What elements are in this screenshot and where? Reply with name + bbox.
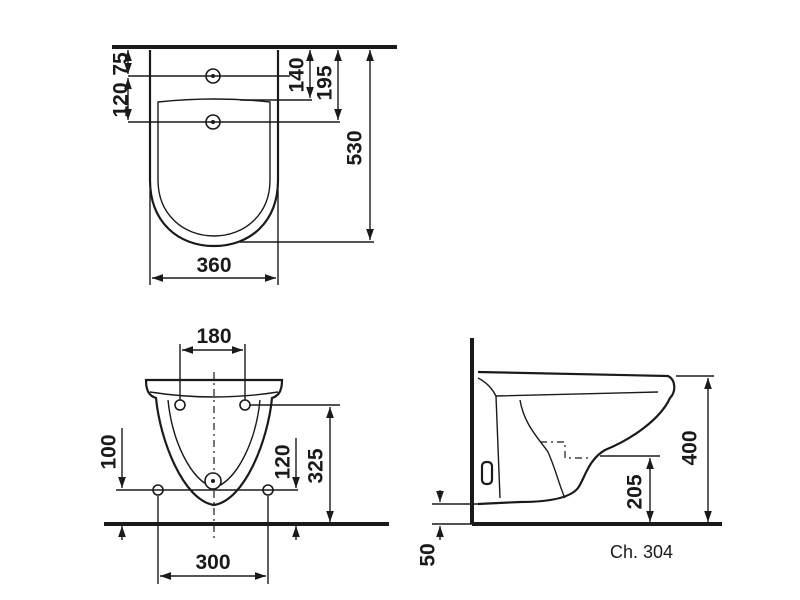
fixing-hole-left-icon [174,399,186,411]
drawing-reference: Ch. 304 [610,542,673,562]
bidet-outline-side [477,370,676,506]
dim-180-label: 180 [196,325,231,348]
dim-140-label: 140 [286,57,309,92]
bidet-rim-side [477,377,659,397]
dim-120-front-label: 120 [272,444,295,479]
bidet-inner-side [519,399,566,499]
waste-outlet-center-icon [211,479,215,483]
dim-325-label: 325 [305,448,328,483]
bidet-outline-front [144,378,284,507]
bidet-bowl-side [495,395,501,499]
waste-pipe-side [540,441,590,459]
dim-100-label: 100 [98,434,121,469]
wall-outlet-side-icon [480,460,494,486]
dim-300-label: 300 [195,551,230,574]
dim-400-label: 400 [679,430,702,465]
dim-120-top-label: 120 [110,82,133,117]
bidet-inner-top [157,98,271,237]
dim-75-label: 75 [110,52,133,76]
front-view: 180 100 120 325 300 [98,325,389,584]
dim-205-label: 205 [624,474,647,509]
top-view: 120 75 140 195 530 360 [110,45,397,285]
side-view: 400 205 50 Ch. 304 [417,338,722,567]
dim-50-label: 50 [417,543,440,566]
dim-360-label: 360 [196,254,231,277]
bidet-outline-top [148,50,280,248]
fixing-hole-right-icon [239,399,251,411]
dim-195-label: 195 [314,65,337,100]
bidet-rim-front [149,391,279,398]
dim-530-label: 530 [344,130,367,165]
